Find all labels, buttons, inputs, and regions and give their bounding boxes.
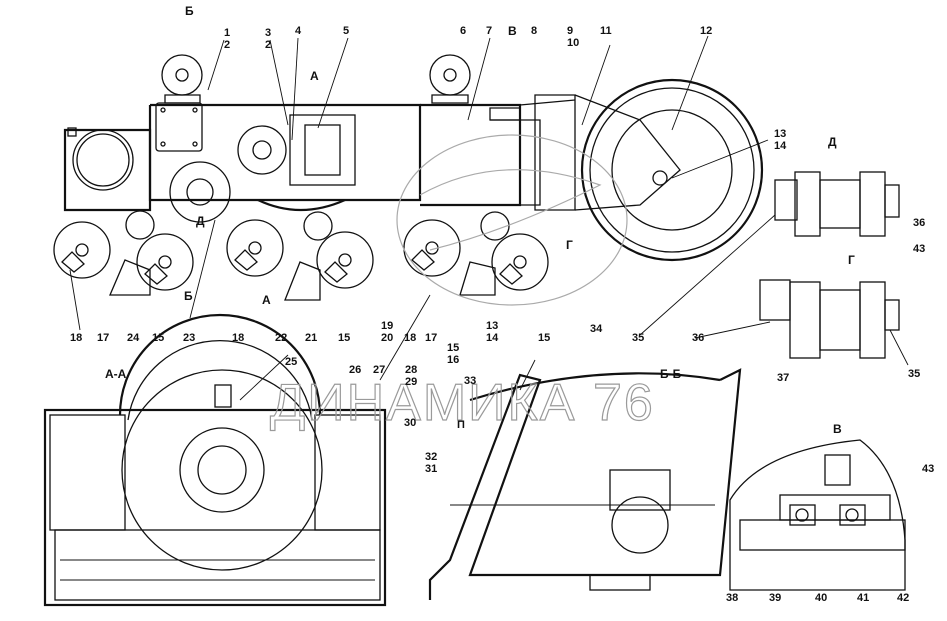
- callout: 32: [425, 451, 437, 463]
- title-view-v: В: [833, 422, 842, 436]
- callout: 18: [404, 332, 416, 344]
- title-section-aa: А-А: [105, 367, 127, 381]
- callout: 29: [405, 376, 417, 388]
- section-bb: [428, 368, 742, 600]
- callout: 15: [338, 332, 350, 344]
- callout: 5: [343, 25, 349, 37]
- callout: 8: [531, 25, 537, 37]
- callout: 21: [305, 332, 317, 344]
- callout: П: [457, 419, 465, 431]
- callout: 7: [486, 25, 492, 37]
- callout: 34: [590, 323, 603, 335]
- callout: 11: [600, 25, 612, 37]
- section-aa: [43, 313, 387, 607]
- callout: 35: [632, 332, 644, 344]
- callout: 2: [265, 39, 271, 51]
- callout: 42: [897, 592, 909, 604]
- marker-a-top: А: [310, 69, 319, 83]
- callout: 13: [486, 320, 498, 332]
- callout: 31: [425, 463, 437, 475]
- callout: 30: [404, 417, 416, 429]
- title-view-d: Д: [828, 135, 837, 149]
- callout: 25: [285, 356, 297, 368]
- callout: 43: [922, 463, 934, 475]
- callout: 10: [567, 37, 579, 49]
- view-g-roller: [759, 279, 900, 359]
- callout: 23: [183, 332, 195, 344]
- callout: 22: [275, 332, 287, 344]
- marker-g-mid: Г: [566, 238, 573, 252]
- callout: 38: [726, 592, 738, 604]
- callout: 39: [769, 592, 781, 604]
- callout: 37: [777, 372, 789, 384]
- callout: 18: [232, 332, 244, 344]
- watermark-logo: [396, 134, 628, 306]
- callout: 15: [152, 332, 164, 344]
- callout: 36: [692, 332, 704, 344]
- main-assembly: [53, 54, 764, 301]
- callout: 20: [381, 332, 393, 344]
- callout: 27: [373, 364, 385, 376]
- callout: 2: [224, 39, 230, 51]
- callout: 26: [349, 364, 361, 376]
- callout: 13: [774, 128, 786, 140]
- view-d-roller: [774, 171, 900, 237]
- callout: 41: [857, 592, 869, 604]
- marker-b-top: Б: [185, 4, 194, 18]
- marker-v-top: В: [508, 24, 517, 38]
- title-section-bb: Б-Б: [660, 367, 682, 381]
- title-view-g: Г: [848, 253, 855, 267]
- callout: 33: [464, 375, 476, 387]
- callout: 15: [447, 342, 459, 354]
- marker-b-bottom: Б: [184, 289, 193, 303]
- callout: 6: [460, 25, 466, 37]
- callout: 1: [224, 27, 230, 39]
- callout: 14: [486, 332, 499, 344]
- marker-a-bottom: А: [262, 293, 271, 307]
- watermark-text: ДИНАМИКА 76: [270, 374, 655, 432]
- callout: 15: [538, 332, 550, 344]
- callout: 24: [127, 332, 140, 344]
- callout: 14: [774, 140, 787, 152]
- callout: 9: [567, 25, 573, 37]
- callout: 18: [70, 332, 82, 344]
- callout: 17: [97, 332, 109, 344]
- callout: 40: [815, 592, 827, 604]
- detail-v: [729, 439, 906, 591]
- callout: 28: [405, 364, 417, 376]
- callout: 17: [425, 332, 437, 344]
- callout: 19: [381, 320, 393, 332]
- callout: 43: [913, 243, 925, 255]
- callout: 3: [265, 27, 271, 39]
- callout: 4: [295, 25, 302, 37]
- callout: 35: [908, 368, 920, 380]
- marker-d-mid: Д: [196, 214, 205, 228]
- callout: 16: [447, 354, 459, 366]
- callout: 12: [700, 25, 712, 37]
- callout: 36: [913, 217, 925, 229]
- leader-lines: [69, 35, 909, 401]
